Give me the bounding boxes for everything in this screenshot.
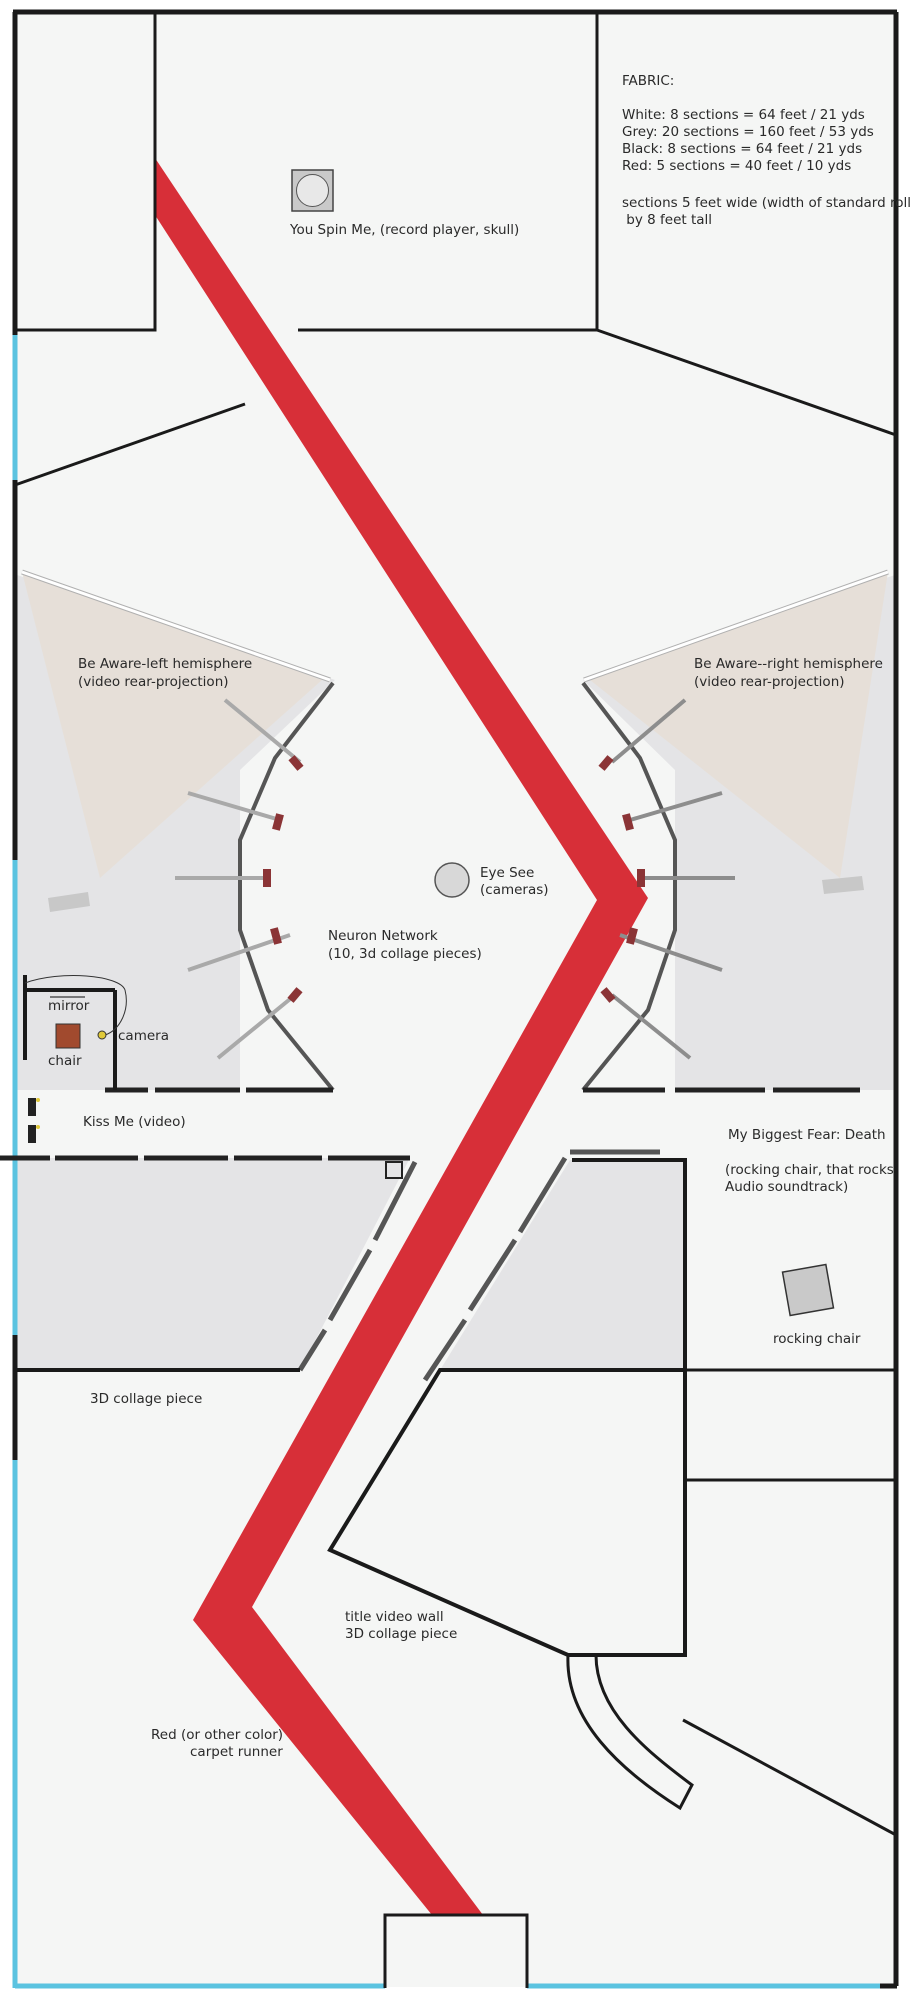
right-lower-room-fill	[440, 1160, 685, 1370]
biggest-fear-desc2: Audio soundtrack)	[725, 1179, 848, 1195]
neuron-post	[288, 755, 304, 771]
fabric-heading: FABRIC:	[622, 73, 674, 89]
eye-see-camera-icon	[434, 862, 470, 898]
record-icon	[296, 174, 329, 207]
kiss-me-light	[36, 1098, 40, 1102]
left-lower-room-marker	[385, 1161, 403, 1179]
title-video-wall-label: title video wall	[345, 1609, 444, 1625]
neuron-post	[272, 813, 284, 831]
neuron-post	[598, 755, 614, 771]
be-aware-right-title: Be Aware--right hemisphere	[694, 656, 883, 672]
neuron-post	[622, 813, 634, 831]
carpet-runner-label-1: Red (or other color)	[151, 1727, 283, 1743]
neuron-network-title: Neuron Network	[328, 928, 438, 944]
mirror-label: mirror	[48, 998, 90, 1014]
eye-see-subtitle: (cameras)	[480, 882, 549, 898]
biggest-fear-desc1: (rocking chair, that rocks	[725, 1162, 894, 1178]
fabric-size-line2: by 8 feet tall	[622, 212, 712, 228]
be-aware-left-subtitle: (video rear-projection)	[78, 674, 229, 690]
right-neuron-pieces	[598, 698, 735, 1060]
fabric-red: Red: 5 sections = 40 feet / 10 yds	[622, 158, 851, 174]
neuron-post	[263, 869, 271, 887]
right-room-partition	[685, 1368, 896, 1482]
fabric-black: Black: 8 sections = 64 feet / 21 yds	[622, 141, 862, 157]
chair-label: chair	[48, 1053, 82, 1069]
carpet-runner	[155, 158, 648, 1915]
kiss-me-light	[36, 1125, 40, 1129]
right-lower-room-diagonal-wall	[422, 1156, 568, 1382]
kiss-me-monitor	[28, 1125, 36, 1143]
right-lower-diagonal-wall	[682, 1718, 897, 1837]
neuron-post	[626, 927, 638, 945]
kiss-me-label: Kiss Me (video)	[83, 1114, 186, 1130]
entrance-walls	[383, 1913, 529, 1988]
title-wall-tube	[566, 1654, 694, 1811]
neuron-post	[637, 869, 645, 887]
eye-see-title: Eye See	[480, 865, 534, 881]
be-aware-right-subtitle: (video rear-projection)	[694, 674, 845, 690]
left-projector	[48, 892, 90, 912]
top-left-room-wall	[15, 12, 157, 332]
collage-3d-label: 3D collage piece	[90, 1391, 202, 1407]
rocking-chair-label: rocking chair	[773, 1331, 861, 1347]
camera-icon	[97, 1030, 107, 1040]
camera-label: camera	[118, 1028, 169, 1044]
be-aware-left-title: Be Aware-left hemisphere	[78, 656, 252, 672]
left-white-panels-inner	[21, 570, 331, 682]
neuron-post	[270, 927, 282, 945]
camera-cable	[24, 975, 127, 1036]
left-diagonal-wall	[14, 402, 246, 487]
neuron-post	[287, 987, 303, 1003]
kiss-me-monitor	[28, 1098, 36, 1116]
left-lower-room-diagonal-wall	[297, 1160, 418, 1372]
fabric-size-line1: sections 5 feet wide (width of standard …	[622, 195, 910, 211]
chair-icon	[55, 1023, 81, 1049]
fabric-white: White: 8 sections = 64 feet / 21 yds	[622, 107, 865, 123]
left-lower-room-fill	[17, 1158, 410, 1370]
left-projection-cone	[22, 572, 322, 878]
neuron-post	[600, 987, 616, 1003]
biggest-fear-title: My Biggest Fear: Death	[728, 1127, 886, 1143]
rocking-chair-icon	[781, 1263, 835, 1317]
left-neuron-pieces	[175, 698, 304, 1060]
left-neuron-wall	[238, 681, 335, 1092]
neuron-network-subtitle: (10, 3d collage pieces)	[328, 946, 482, 962]
title-collage-label: 3D collage piece	[345, 1626, 457, 1642]
right-projector	[822, 876, 864, 894]
right-projection-cone	[590, 572, 888, 878]
fabric-grey: Grey: 20 sections = 160 feet / 53 yds	[622, 124, 874, 140]
right-white-panels-inner	[583, 570, 889, 682]
carpet-runner-label-2: carpet runner	[190, 1744, 283, 1760]
you-spin-me-label: You Spin Me, (record player, skull)	[289, 222, 519, 238]
top-right-diagonal-wall	[596, 328, 897, 437]
